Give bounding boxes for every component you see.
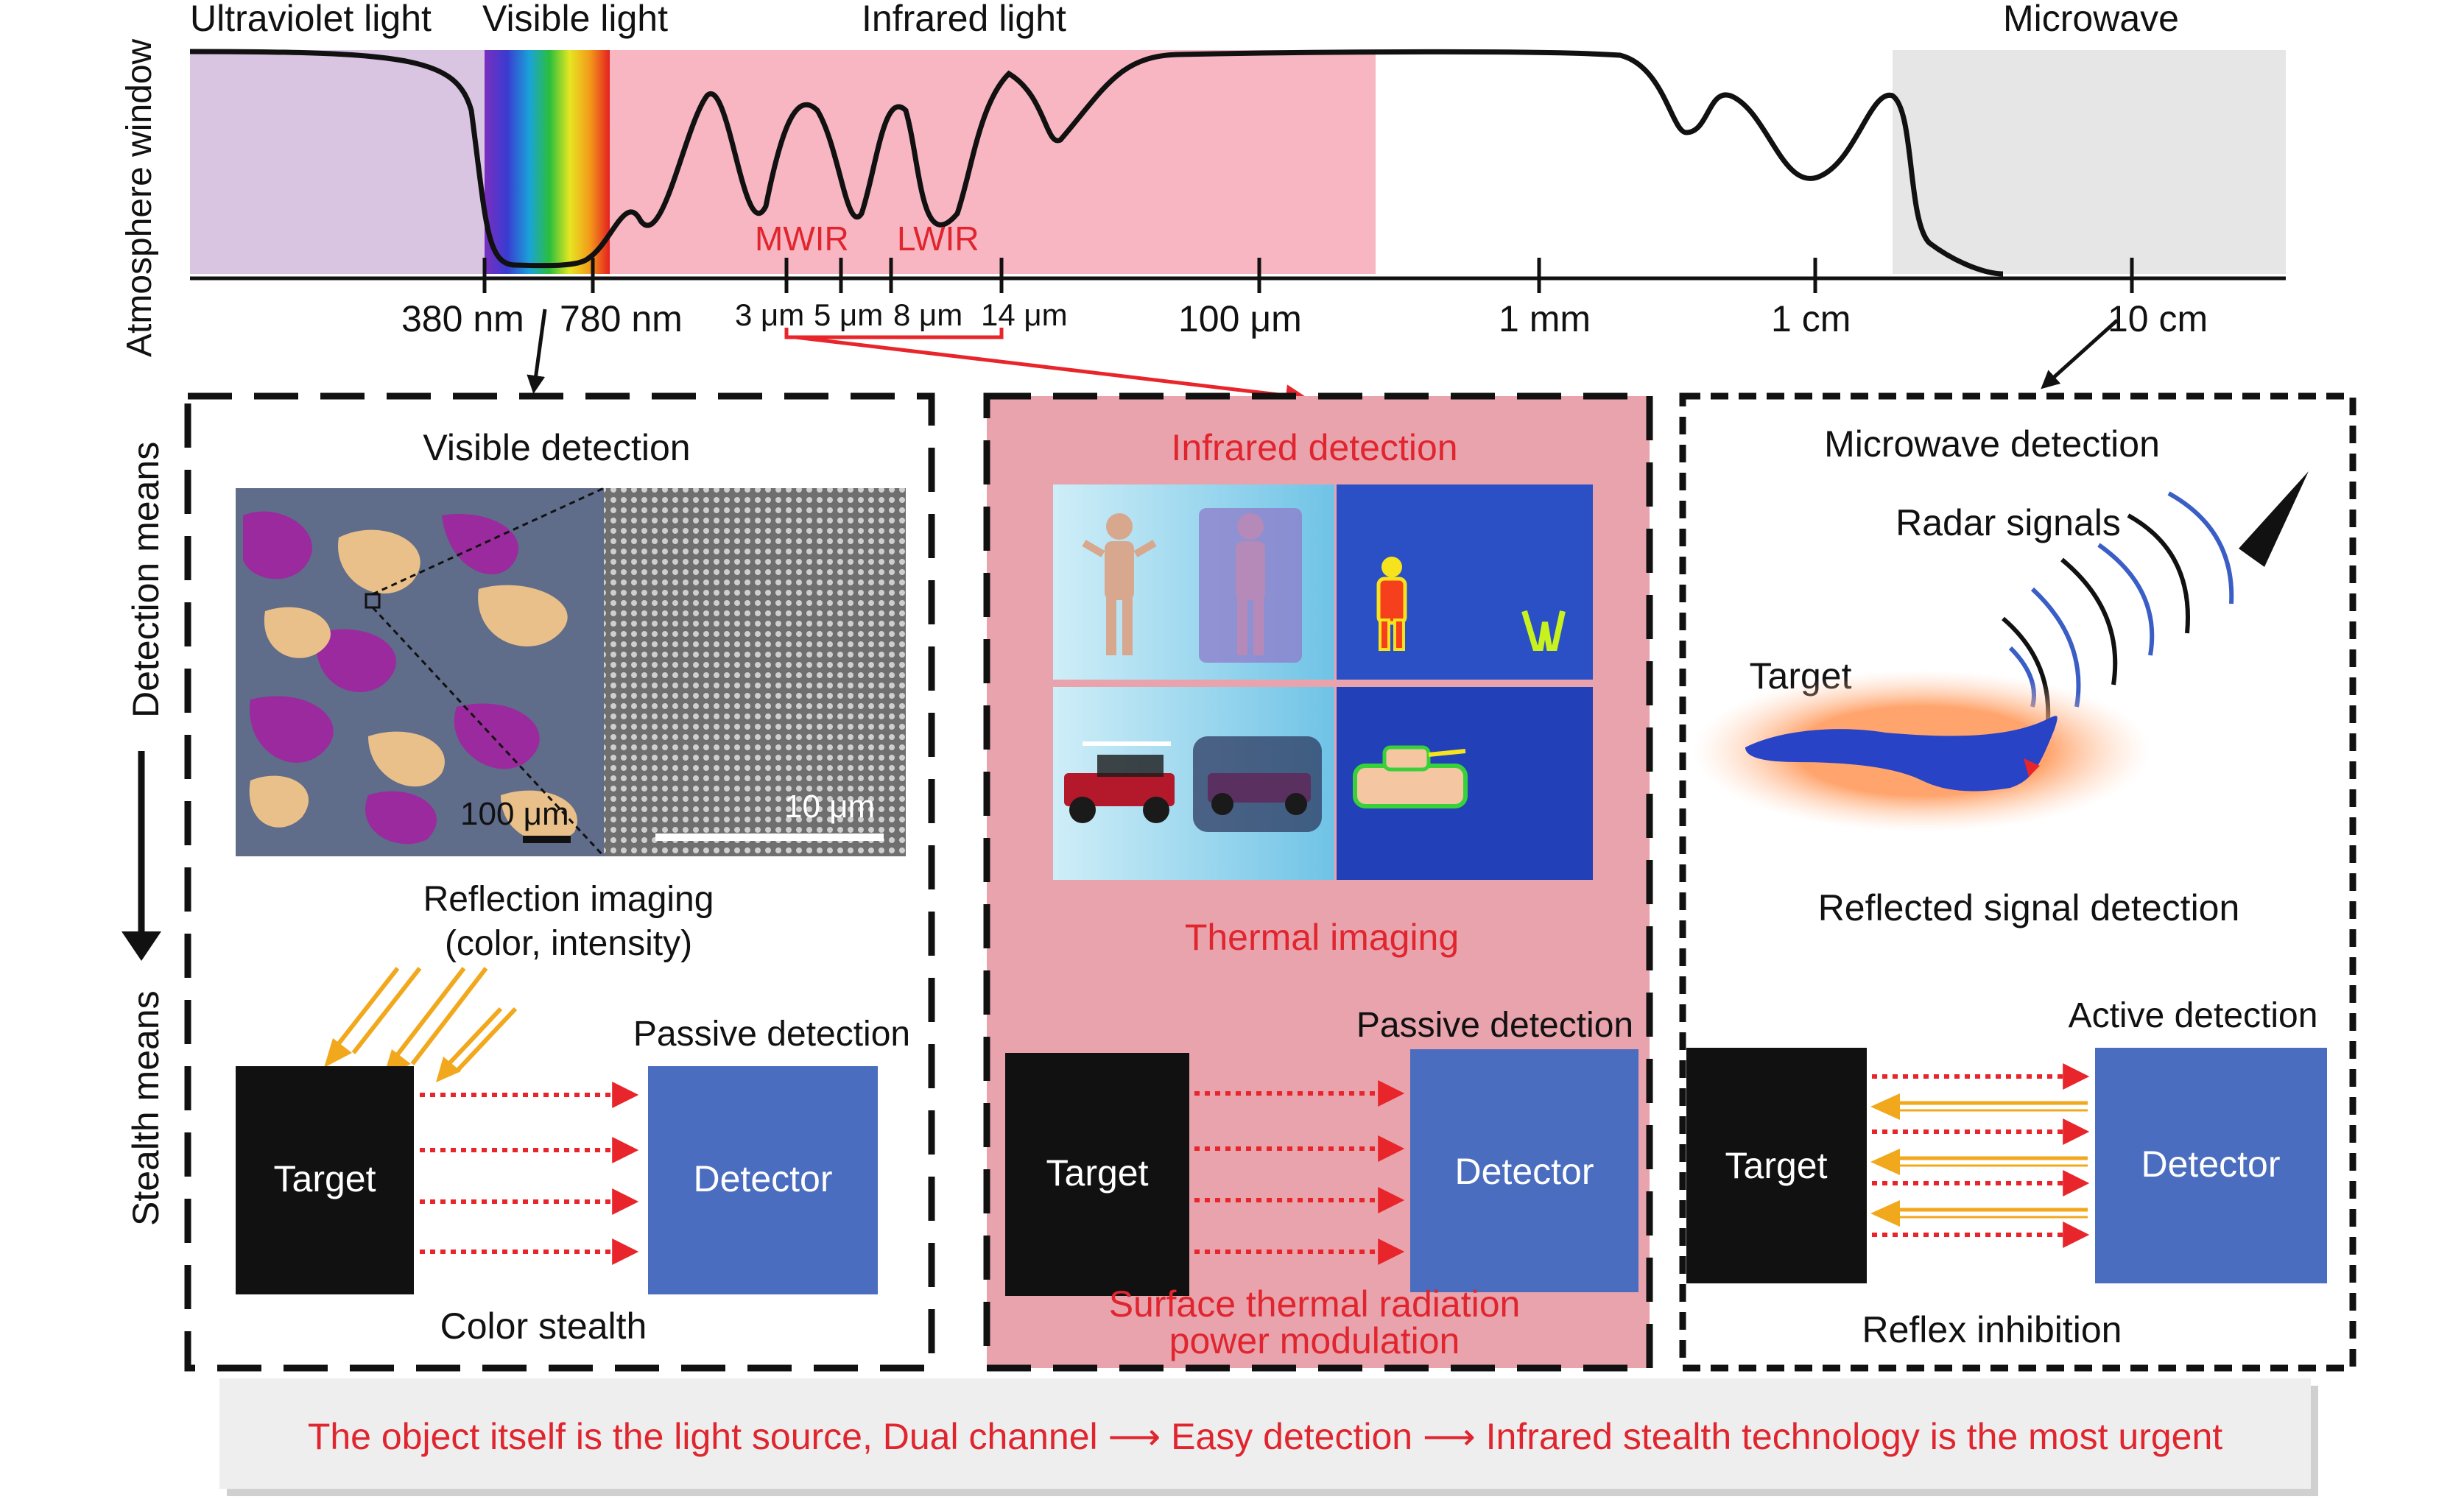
microwave-panel: Microwave detection Radar signals Target… [1679, 392, 2356, 1372]
infrared-detector-label: Detector [1455, 1151, 1594, 1192]
uv-region [190, 50, 485, 274]
reflection-imaging-label: Reflection imaging [423, 880, 714, 919]
thermal-image-grid [1053, 484, 1593, 880]
jeep-icon [1064, 741, 1175, 823]
visible-target-label: Target [274, 1158, 376, 1199]
axis-ticks [482, 258, 2134, 293]
active-detection-label: Active detection [2069, 996, 2318, 1035]
tick-label-1mm: 1 mm [1499, 298, 1591, 339]
tick-label-8um: 8 μm [893, 297, 962, 332]
scale-label-left: 100 μm [460, 796, 569, 832]
human-heat-signature-icon [1376, 557, 1407, 651]
footer-arrow-2: ⟶ [1423, 1416, 1476, 1457]
atmosphere-window-label: Atmosphere window [120, 38, 159, 357]
microwave-region [1893, 50, 2286, 274]
infrared-panel-frame [983, 392, 1653, 1372]
stealth-means-label: Stealth means [125, 990, 166, 1226]
microwave-detector-box [2095, 1048, 2327, 1283]
tick-label-100um: 100 μm [1178, 298, 1302, 339]
down-arrow-head [122, 931, 161, 961]
microwave-incident-arrows [1870, 1093, 2088, 1227]
infrared-target-label: Target [1046, 1152, 1149, 1194]
cloaked-heat-signature-icon [1521, 610, 1566, 651]
visible-target-box [236, 1066, 414, 1294]
left-axis: Detection means Stealth means [122, 442, 166, 1226]
infrared-panel: Infrared detection [983, 392, 1653, 1372]
infrared-emission-arrows [1194, 1080, 1405, 1265]
reflex-inhibition-label: Reflex inhibition [1862, 1309, 2122, 1350]
human-figure-icon [1082, 513, 1157, 655]
tick-label-14um: 14 μm [981, 297, 1068, 332]
scale-label-right: 10 μm [784, 789, 875, 825]
footer-arrow-1: ⟶ [1108, 1416, 1161, 1457]
transmission-curve [189, 49, 2004, 277]
incident-light-arrows [329, 967, 518, 1074]
infrared-detector-box [1410, 1049, 1638, 1292]
footer-text: The object itself is the light source, D… [308, 1416, 2222, 1457]
detection-means-label: Detection means [125, 442, 166, 718]
mwir-label: MWIR [755, 219, 849, 258]
cloaked-human-icon [1236, 513, 1265, 655]
radar-waves-icon [2002, 491, 2234, 730]
footer-part-1: The object itself is the light source, D… [308, 1416, 1098, 1457]
scale-bar-left [523, 836, 571, 843]
visible-panel-frame [184, 392, 935, 1372]
visible-passive-detection-label: Passive detection [633, 1015, 910, 1054]
visible-region [485, 50, 610, 274]
visible-label: Visible light [482, 0, 668, 39]
infrared-panel-title: Infrared detection [1171, 427, 1457, 468]
visible-detector-label: Detector [694, 1158, 833, 1199]
footer-banner: The object itself is the light source, D… [219, 1378, 2318, 1496]
thermal-modulation-label-1: Surface thermal radiation [1109, 1283, 1521, 1325]
tick-label-780nm: 780 nm [560, 298, 683, 339]
camouflage-micrograph: 100 μm [236, 487, 605, 858]
reflected-signal-label: Reflected signal detection [1818, 887, 2240, 928]
infrared-target-box [1005, 1053, 1189, 1296]
visible-panel: Visible detection 100 μm 10 μm Reflectio… [184, 392, 935, 1372]
microwave-label: Microwave [2003, 0, 2179, 39]
scale-bar-right [655, 833, 884, 841]
spectrum-connectors [527, 309, 2119, 407]
spectrum-band: Ultraviolet light Visible light Infrared… [120, 0, 2286, 357]
radar-signals-label: Radar signals [1895, 502, 2121, 543]
visible-detector-box [648, 1066, 878, 1294]
microwave-panel-title: Microwave detection [1824, 423, 2160, 465]
tick-label-5um: 5 μm [814, 297, 883, 332]
color-stealth-label: Color stealth [440, 1305, 647, 1347]
thermal-imaging-label: Thermal imaging [1185, 917, 1459, 958]
microwave-detector-label: Detector [2141, 1143, 2281, 1185]
microwave-reflected-arrows [1872, 1063, 2090, 1248]
tick-label-380nm: 380 nm [401, 298, 524, 339]
microwave-panel-frame [1679, 392, 2356, 1372]
lwir-label: LWIR [897, 219, 979, 258]
visible-panel-title: Visible detection [423, 427, 690, 468]
thermal-modulation-label-2: power modulation [1169, 1320, 1460, 1361]
infrared-passive-detection-label: Passive detection [1356, 1006, 1633, 1045]
tick-label-10cm: 10 cm [2108, 298, 2208, 339]
metasurface-sem: 10 μm [604, 488, 906, 856]
infrared-label: Infrared light [862, 0, 1066, 39]
footer-part-3: Infrared stealth technology is the most … [1486, 1416, 2223, 1457]
radar-emitter-icon [2239, 471, 2309, 567]
color-intensity-label: (color, intensity) [445, 924, 692, 963]
microwave-target-box [1686, 1048, 1867, 1283]
tick-label-3um: 3 μm [735, 297, 804, 332]
visible-emission-arrows [420, 1082, 639, 1265]
cloaked-jeep-icon [1208, 773, 1311, 815]
microwave-target-label: Target [1725, 1145, 1828, 1186]
aircraft-icon [1745, 716, 2058, 792]
aircraft-exhaust-icon [2024, 758, 2040, 777]
tank-heat-signature-icon [1353, 745, 1468, 808]
footer-part-2: Easy detection [1171, 1416, 1412, 1457]
tick-label-1cm: 1 cm [1771, 298, 1851, 339]
uv-label: Ultraviolet light [190, 0, 432, 39]
infrared-region [610, 50, 1376, 274]
